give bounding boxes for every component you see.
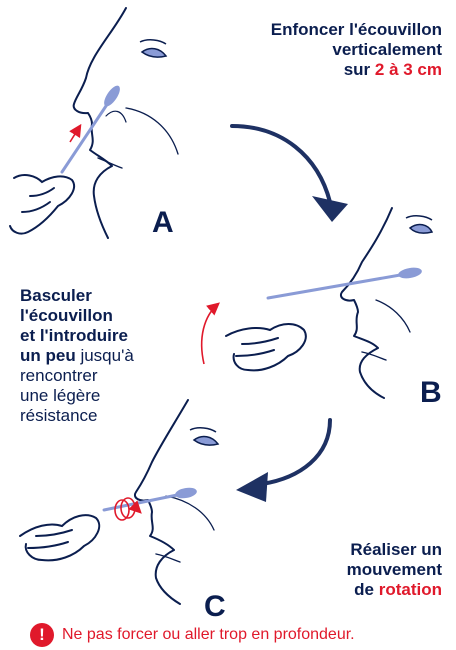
hand-c <box>19 514 101 562</box>
eye-a <box>140 47 168 58</box>
instruction-b-line2: l'écouvillon <box>20 306 113 325</box>
hand-a <box>9 174 76 235</box>
flow-arrow-b-to-c <box>260 418 332 486</box>
step-label-b: B <box>420 376 442 409</box>
flow-arrow-b-to-c-head <box>236 472 268 502</box>
flow-arrow-a-to-b <box>230 124 332 204</box>
instruction-c-line1: Réaliser un <box>350 540 442 559</box>
instruction-a-line1: Enfoncer l'écouvillon <box>270 20 442 39</box>
instruction-b-line5: rencontrer <box>20 366 98 385</box>
tilt-arrow-b <box>200 302 220 365</box>
instruction-b-line3: et l'introduire <box>20 326 128 345</box>
instruction-step-c: Réaliser un mouvement de rotation <box>347 540 442 600</box>
instruction-b-line7: résistance <box>20 406 98 425</box>
instruction-c-line2: mouvement <box>346 560 442 579</box>
exclamation-icon: ! <box>30 623 54 647</box>
swab-c <box>102 487 197 512</box>
hand-b <box>225 323 307 372</box>
step-label-c: C <box>204 590 226 623</box>
eyebrow-a <box>139 39 167 45</box>
face-profile-b <box>340 207 411 399</box>
instruction-b-line4: jusqu'à <box>75 346 134 365</box>
instruction-step-a: Enfoncer l'écouvillon verticalement sur … <box>271 20 442 80</box>
eyebrow-b <box>405 215 433 221</box>
swab-b <box>266 267 422 300</box>
warning-text: Ne pas forcer ou aller trop en profondeu… <box>62 626 355 643</box>
instruction-b-line6: une légère <box>20 386 101 405</box>
face-profile-a <box>72 7 179 239</box>
instruction-a-depth: 2 à 3 cm <box>374 60 442 79</box>
warning-banner: ! Ne pas forcer ou aller trop en profond… <box>30 620 456 650</box>
eye-c <box>192 435 220 446</box>
eyebrow-c <box>189 427 217 433</box>
step-label-a: A <box>152 206 174 239</box>
insert-arrow-a <box>69 123 82 143</box>
instruction-a-line2: verticalement <box>332 40 442 59</box>
instruction-c-rotation: rotation <box>378 580 442 599</box>
instruction-b-line4-bold: un peu <box>20 346 76 365</box>
instruction-c-line3: de <box>354 580 379 599</box>
instruction-b-line1: Basculer <box>20 286 92 305</box>
swab-a <box>60 85 120 174</box>
rotation-arrow-c <box>114 497 142 521</box>
instruction-a-line3: sur <box>343 60 375 79</box>
eye-b <box>408 223 434 234</box>
flow-arrow-a-to-b-head <box>312 196 348 222</box>
instruction-step-b: Basculer l'écouvillon et l'introduire un… <box>20 286 134 426</box>
